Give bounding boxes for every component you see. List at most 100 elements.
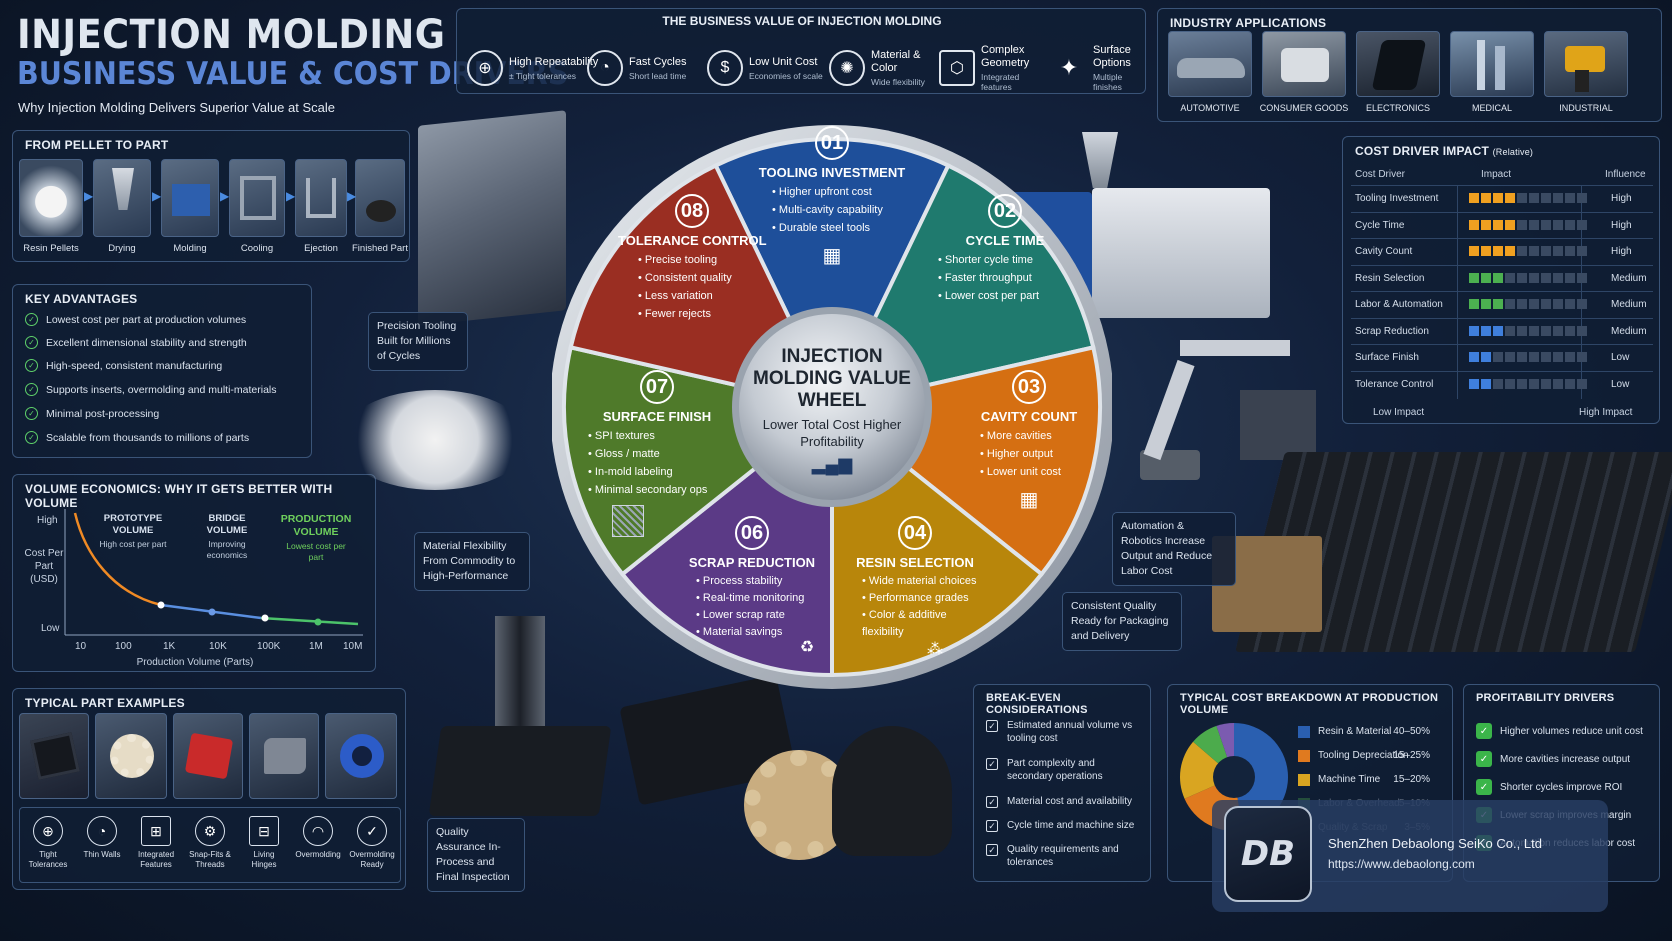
- legend-swatch: [1298, 750, 1310, 762]
- breakeven-item: ✓Quality requirements and tolerances: [986, 843, 1136, 869]
- impact-bar: [1469, 219, 1587, 230]
- pellets-icon: ⁂: [927, 641, 943, 658]
- profit-item: ✓Shorter cycles improve ROI: [1476, 779, 1622, 795]
- feature-tight-tolerances: ⊕Tight Tolerances: [24, 816, 72, 870]
- black-fitting-part-image: [832, 726, 952, 856]
- x-tick: 10M: [343, 641, 363, 652]
- check-icon: ✓: [1476, 751, 1492, 767]
- advantage-item: ✓Excellent dimensional stability and str…: [25, 336, 247, 349]
- check-icon: ✓: [25, 359, 38, 372]
- segment-bullets: • Shorter cycle time • Faster throughput…: [938, 254, 1040, 302]
- arrow-right-icon: ▶: [286, 189, 296, 203]
- industry-applications-panel: INDUSTRY APPLICATIONS AUTOMOTIVE CONSUME…: [1157, 8, 1662, 122]
- sparkle-icon: ✦: [1059, 55, 1079, 80]
- page-title: INJECTION MOLDING: [17, 12, 446, 58]
- app-electronics: ELECTRONICS: [1365, 103, 1430, 113]
- driver-name: Labor & Automation: [1355, 299, 1443, 310]
- segment-bullets: • Higher upfront cost • Multi-cavity cap…: [772, 186, 883, 234]
- profitability-title: PROFITABILITY DRIVERS: [1476, 692, 1615, 704]
- app-automotive: AUTOMOTIVE: [1180, 103, 1240, 113]
- checkbox-icon: ✓: [986, 720, 998, 732]
- impact-bar: [1469, 299, 1587, 309]
- segment-scrap-reduction: 06 SCRAP REDUCTION • Process stability •…: [676, 516, 828, 657]
- check-icon: ✓: [25, 383, 38, 396]
- advantage-item: ✓High-speed, consistent manufacturing: [25, 359, 222, 372]
- segment-bullets: • Process stability • Real-time monitori…: [696, 575, 805, 638]
- x-tick: 1M: [309, 641, 323, 652]
- step-drying-image: [93, 159, 151, 237]
- pellet-to-part-title: FROM PELLET TO PART: [25, 138, 169, 152]
- segment-bullets: • Precise tooling • Consistent quality •…: [638, 254, 732, 320]
- phase-prototype-name: PROTOTYPE VOLUME: [103, 513, 163, 536]
- curve-point: [314, 618, 322, 626]
- industrial-image: [1544, 31, 1628, 97]
- segment-bullets: • Wide material choices • Performance gr…: [862, 575, 977, 638]
- arrow-right-icon: ▶: [84, 189, 94, 203]
- influence-label: Low: [1611, 378, 1630, 390]
- part-red-connector-image: [173, 713, 243, 799]
- consumer-goods-image: [1262, 31, 1346, 97]
- feature-integrated-features: ⊞Integrated Features: [132, 816, 180, 870]
- scale-low-label: Low Impact: [1373, 407, 1425, 418]
- impact-bar: [1469, 352, 1587, 362]
- key-advantages-title: KEY ADVANTAGES: [25, 292, 138, 306]
- col-header: Impact: [1481, 169, 1512, 180]
- phase-prototype-desc: High cost per part: [99, 539, 167, 549]
- step-label: Ejection: [304, 243, 338, 254]
- prototype-curve: [73, 512, 162, 607]
- callout-precision: Precision Tooling Built for Millions of …: [368, 312, 468, 371]
- cnc-machining-image: [425, 616, 625, 826]
- robot-arm-image: [1120, 330, 1320, 490]
- x-tick: 10K: [209, 641, 227, 652]
- profit-item: ✓Higher volumes reduce unit cost: [1476, 723, 1643, 739]
- thin-walls-icon: ◔: [87, 816, 117, 846]
- value-wheel: [552, 125, 1112, 689]
- ready-icon: ✓: [357, 816, 387, 846]
- step-resin-pellets-image: [19, 159, 83, 237]
- influence-label: Medium: [1611, 272, 1647, 284]
- influence-label: High: [1611, 219, 1632, 231]
- resin-pellets-image: [340, 390, 530, 490]
- influence-label: High: [1611, 246, 1632, 257]
- driver-name: Tolerance Control: [1355, 378, 1434, 390]
- company-url[interactable]: https://www.debaolong.com: [1328, 857, 1475, 871]
- impact-bar: [1469, 325, 1587, 336]
- step-ejection-image: [295, 159, 347, 237]
- company-name: ShenZhen Debaolong SeiKo Co., Ltd: [1328, 836, 1542, 851]
- segment-surface-finish: 07 SURFACE FINISH • SPI textures • Gloss…: [582, 370, 732, 537]
- arrow-right-icon: ▶: [347, 189, 357, 203]
- check-icon: ✓: [25, 313, 38, 326]
- cost-driver-panel: COST DRIVER IMPACT (Relative) Cost Drive…: [1342, 136, 1660, 424]
- profit-item: ✓More cavities increase output: [1476, 751, 1630, 767]
- check-icon: ✓: [25, 431, 38, 444]
- checkbox-icon: ✓: [986, 820, 998, 832]
- check-icon: ✓: [1476, 723, 1492, 739]
- feature-overmolding: ◠Overmolding: [294, 816, 342, 860]
- pellet-to-part-panel: FROM PELLET TO PART ▶ ▶ ▶ ▶ ▶ Resin Pell…: [12, 130, 410, 262]
- driver-name: Surface Finish: [1355, 352, 1419, 363]
- industry-applications-title: INDUSTRY APPLICATIONS: [1170, 16, 1327, 30]
- wheel-center-title: INJECTION MOLDING VALUE WHEEL: [753, 346, 911, 411]
- callout-quality: Quality Assurance In-Process and Final I…: [427, 818, 525, 892]
- check-icon: ✓: [1476, 779, 1492, 795]
- callout-material: Material Flexibility From Commodity to H…: [414, 532, 530, 591]
- x-axis-label: Production Volume (Parts): [136, 657, 254, 668]
- bv-high-repeatability: ⊕ High Repeatability± Tight tolerances: [467, 43, 598, 93]
- x-tick: 100: [115, 641, 132, 652]
- chip-icon: ▦: [822, 245, 842, 267]
- app-consumer-goods: CONSUMER GOODS: [1259, 103, 1349, 113]
- cube-icon: ⬡: [939, 50, 975, 86]
- medical-image: [1450, 31, 1534, 97]
- curve-point: [157, 601, 165, 609]
- advantage-item: ✓Minimal post-processing: [25, 407, 159, 420]
- volume-economics-title: VOLUME ECONOMICS: WHY IT GETS BETTER WIT…: [25, 482, 333, 510]
- driver-name: Cycle Time: [1355, 219, 1405, 231]
- driver-name: Resin Selection: [1355, 272, 1425, 284]
- callout-automation: Automation & Robotics Increase Output an…: [1112, 512, 1236, 586]
